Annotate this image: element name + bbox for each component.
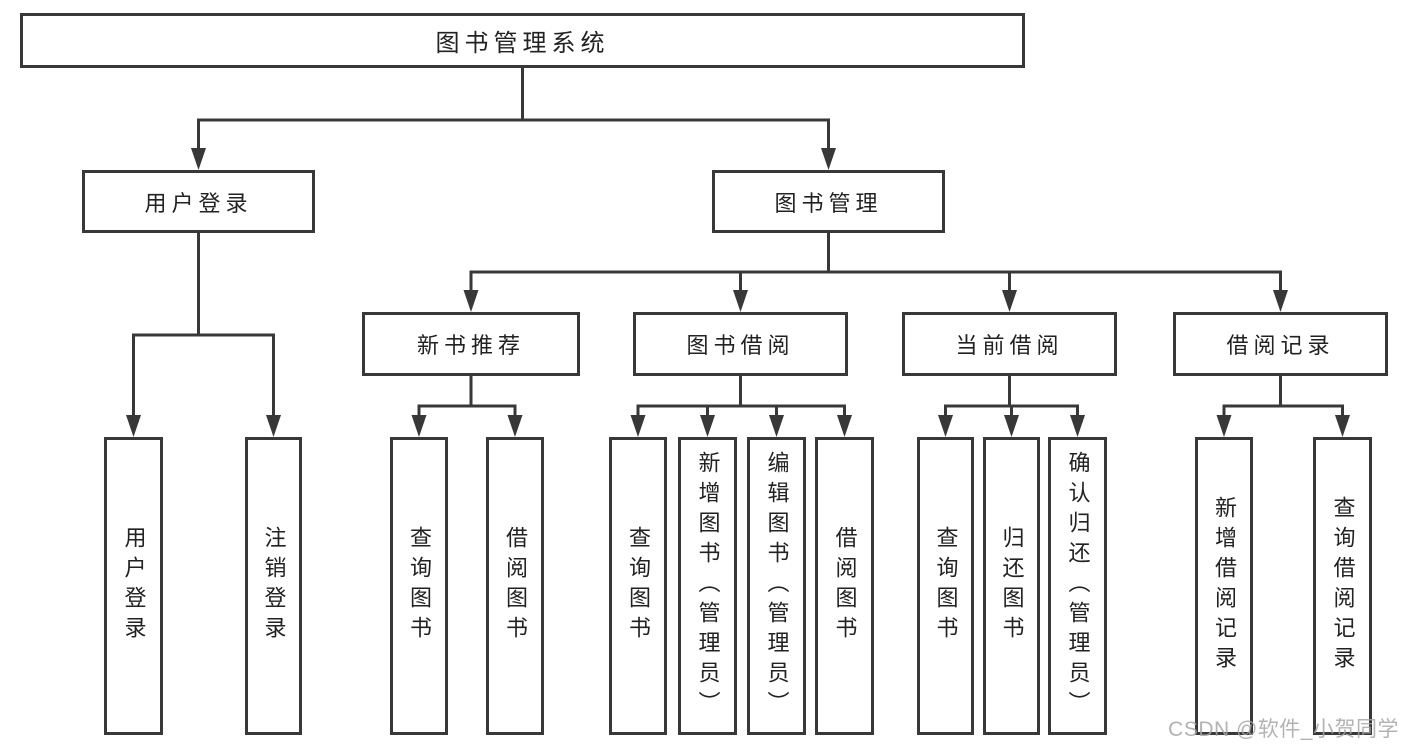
node-label: 编辑图书（管理员） <box>764 451 790 721</box>
leaf-records-add-record: 新增借阅记录 <box>1195 437 1253 735</box>
node-label: 新增借阅记录 <box>1212 496 1237 676</box>
node-current-borrowing: 当前借阅 <box>902 312 1117 376</box>
node-label: 用户登录 <box>121 526 147 646</box>
node-label: 当前借阅 <box>955 333 1064 358</box>
leaf-borrowing-borrow-books: 借阅图书 <box>815 437 874 735</box>
node-label: 借阅图书 <box>832 526 858 646</box>
leaf-borrowing-edit-books-admin: 编辑图书（管理员） <box>747 437 806 735</box>
node-new-book-recommend: 新书推荐 <box>362 312 580 376</box>
node-label: 查询图书 <box>626 526 651 646</box>
leaf-records-query-record: 查询借阅记录 <box>1313 437 1372 735</box>
node-label: 注销登录 <box>261 526 287 646</box>
node-label: 用户登录 <box>144 190 253 216</box>
node-label: 归还图书 <box>999 526 1025 646</box>
node-label: 借阅记录 <box>1226 333 1335 358</box>
node-label: 图书借阅 <box>686 333 795 358</box>
node-book-borrowing: 图书借阅 <box>633 312 848 376</box>
leaf-current-return-books: 归还图书 <box>983 437 1040 735</box>
node-label: 查询图书 <box>933 526 959 646</box>
leaf-borrowing-add-books-admin: 新增图书（管理员） <box>678 437 737 735</box>
node-label: 图书管理 <box>774 190 883 216</box>
node-label: 查询借阅记录 <box>1330 496 1356 676</box>
node-borrow-records: 借阅记录 <box>1173 312 1388 376</box>
node-label: 图书管理系统 <box>435 30 610 57</box>
leaf-logout: 注销登录 <box>245 437 302 735</box>
leaf-current-query-books: 查询图书 <box>917 437 974 735</box>
node-label: 新书推荐 <box>416 333 525 358</box>
leaf-current-confirm-return-admin: 确认归还（管理员） <box>1048 437 1107 735</box>
leaf-borrowing-query-books: 查询图书 <box>609 437 667 735</box>
leaf-newbooks-borrow-books: 借阅图书 <box>486 437 544 735</box>
leaf-user-login: 用户登录 <box>104 437 163 735</box>
node-root: 图书管理系统 <box>20 13 1025 68</box>
node-label: 查询图书 <box>407 526 432 646</box>
node-label: 新增图书（管理员） <box>695 451 721 721</box>
node-label: 借阅图书 <box>503 526 528 646</box>
node-label: 确认归还（管理员） <box>1065 451 1091 721</box>
node-user-login: 用户登录 <box>82 170 315 233</box>
leaf-newbooks-query-books: 查询图书 <box>390 437 448 735</box>
node-book-management: 图书管理 <box>712 170 945 233</box>
watermark: CSDN @软件_小贺同学 <box>1168 718 1399 741</box>
